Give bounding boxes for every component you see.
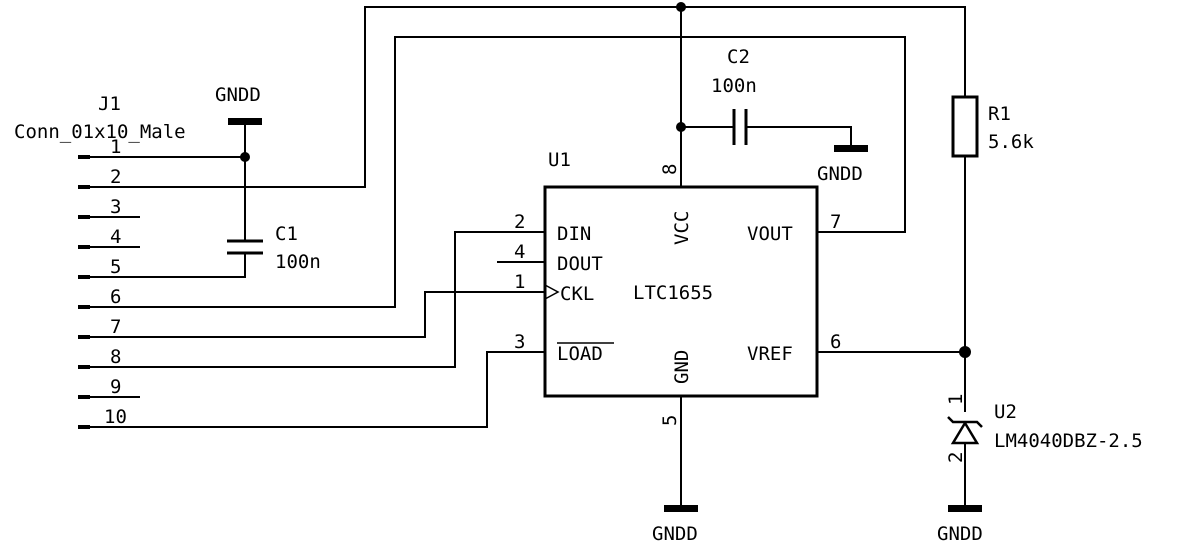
u1-gnd-number: 5 (659, 415, 681, 426)
c2-value: 100n (711, 75, 757, 97)
j1-ref: J1 (98, 93, 121, 115)
gndd-bar-c1 (228, 118, 262, 125)
u1-load-number: 3 (514, 331, 525, 353)
junction-vref (959, 346, 971, 358)
r1-ref: R1 (988, 103, 1011, 125)
j1-pin-3-number: 3 (110, 196, 121, 218)
gndd-symbol-u1[interactable]: GNDD (652, 505, 698, 545)
u2-ref: U2 (994, 401, 1017, 423)
c2-lead-right (746, 126, 852, 146)
zener-u2[interactable]: 1 2 U2 LM4040DBZ-2.5 (945, 394, 1143, 506)
r1-value: 5.6k (988, 131, 1034, 153)
j1-pin-10-number: 10 (104, 406, 127, 428)
gndd-bar-u2 (948, 505, 982, 512)
u1-vout-number: 7 (830, 211, 841, 233)
u2-pin-bottom-number: 2 (945, 452, 967, 463)
wire-din-net (140, 231, 545, 368)
u1-vcc-number: 8 (659, 164, 681, 175)
gndd-symbol-c1[interactable]: GNDD (215, 84, 262, 125)
connector-j1[interactable]: J1 Conn_01x10_Male 1 2 3 4 5 6 7 8 9 1 (14, 93, 186, 429)
capacitor-c1[interactable]: C1 100n (227, 223, 321, 273)
gndd-bar-c2 (834, 145, 868, 152)
u1-din-label: DIN (557, 223, 591, 245)
gndd-bar-u1 (664, 505, 698, 512)
wire-vout-net (140, 36, 906, 308)
u1-vout-label: VOUT (747, 223, 793, 245)
u2-value: LM4040DBZ-2.5 (994, 430, 1143, 452)
wire-vcc-net (140, 6, 966, 188)
u2-pin-top-number: 1 (945, 394, 967, 405)
u1-value: LTC1655 (633, 282, 713, 304)
u1-vcc-label: VCC (671, 211, 693, 245)
resistor-r1[interactable]: R1 5.6k (951, 95, 1034, 158)
u1-ckl-label: CKL (560, 283, 594, 305)
j1-pin-4-number: 4 (110, 226, 121, 248)
u1-dout-number: 4 (514, 241, 525, 263)
gndd-label-u1: GNDD (652, 523, 698, 545)
chip-u1[interactable]: U1 LTC1655 2 4 1 3 DIN DOUT CKL LOAD VOU… (497, 149, 965, 426)
c1-value: 100n (275, 251, 321, 273)
junction-j1-pin1 (240, 152, 250, 162)
wire-load-net (140, 351, 545, 428)
wire-ckl-net (140, 291, 545, 338)
gndd-symbol-c2[interactable]: GNDD (817, 145, 868, 185)
wire-c1-j1-pin5 (140, 253, 246, 278)
gndd-label-c2: GNDD (817, 163, 863, 185)
capacitor-c2[interactable]: C2 100n (681, 46, 852, 146)
r1-body (951, 95, 979, 158)
j1-pin-1-number: 1 (110, 136, 121, 158)
u1-dout-label: DOUT (557, 253, 603, 275)
u2-triangle (950, 420, 980, 445)
j1-value: Conn_01x10_Male (14, 121, 186, 143)
j1-pin-8-number: 8 (110, 346, 121, 368)
u1-gnd-label: GND (671, 350, 693, 384)
gndd-symbol-u2[interactable]: GNDD (937, 505, 983, 545)
u1-ckl-number: 1 (514, 271, 525, 293)
j1-pin-5-number: 5 (110, 256, 121, 278)
gndd-label-u2: GNDD (937, 523, 983, 545)
c1-ref: C1 (275, 223, 298, 245)
u1-din-number: 2 (514, 211, 525, 233)
u1-vref-number: 6 (830, 331, 841, 353)
j1-pin-7-number: 7 (110, 316, 121, 338)
gndd-label-c1: GNDD (215, 84, 261, 106)
u1-load-label: LOAD (557, 343, 603, 365)
j1-pin-9-number: 9 (110, 376, 121, 398)
j1-pin-2-number: 2 (110, 166, 121, 188)
c2-ref: C2 (727, 46, 750, 68)
u1-ref: U1 (548, 149, 571, 171)
u1-vref-label: VREF (747, 343, 793, 365)
j1-pin-6-number: 6 (110, 286, 121, 308)
u1-clock-marker (544, 284, 560, 300)
u2-cathode-bar (947, 416, 983, 428)
